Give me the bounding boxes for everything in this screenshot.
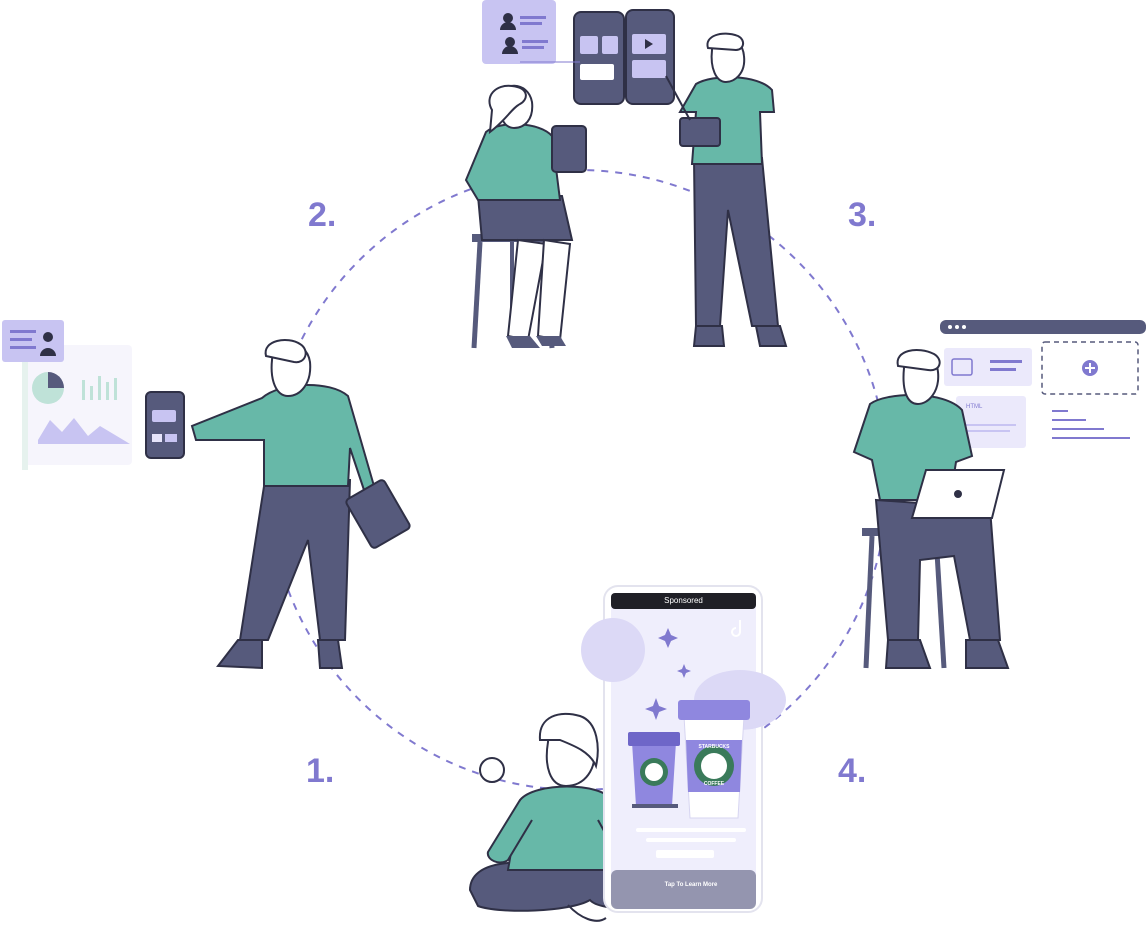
people-collaborating [464,0,788,349]
phone-mockup [581,585,786,913]
cup-brand-bottom: COFFEE [703,781,725,787]
web-card-label: HTML [966,404,983,410]
phone-ad-header: Sponsored [664,596,703,605]
cup-brand-top: STARBUCKS [698,744,730,750]
step-label-3: 3. [848,196,877,234]
step-label-1: 1. [306,752,335,790]
person-standing-phone [2,320,411,670]
phone-ad-cta: Tap To Learn More [664,882,718,888]
step-label-2: 2. [308,196,337,234]
person-laptop [852,320,1146,669]
step-label-4: 4. [838,752,867,790]
